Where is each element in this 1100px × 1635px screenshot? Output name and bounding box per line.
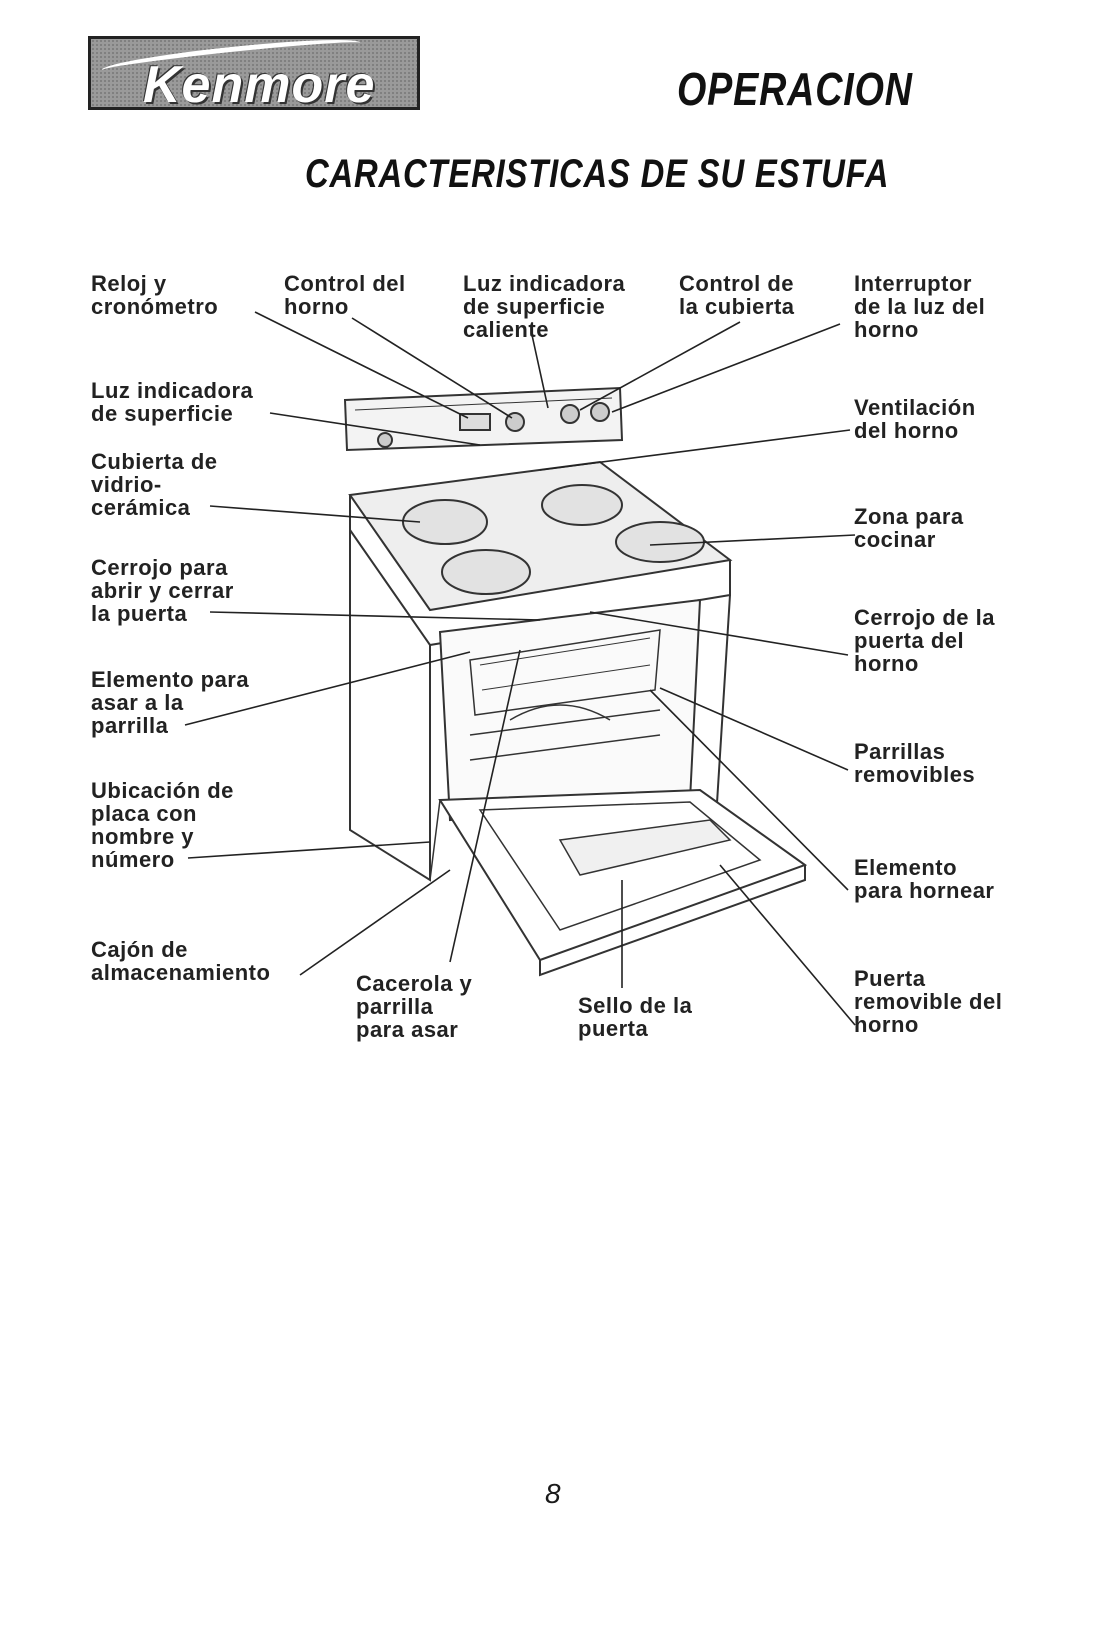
label-broiler-pan-grid: Cacerola y parrilla para asar [356, 971, 473, 1042]
burner-4 [441, 549, 531, 595]
label-oven-light-switch: Interruptor de la luz del horno [854, 271, 986, 342]
burner-1 [402, 499, 488, 545]
cooktop-control-knob-2 [590, 402, 610, 422]
cooktop-control-knob-1 [560, 404, 580, 424]
page-title: CARACTERISTICAS DE SU ESTUFA [305, 152, 890, 196]
page-number: 8 [545, 1478, 561, 1509]
burner-3 [615, 521, 705, 563]
label-removable-racks: Parrillas removibles [854, 739, 976, 787]
label-oven-control: Control del horno [284, 271, 406, 319]
label-cooktop-control: Control de la cubierta [679, 271, 795, 319]
label-oven-vent: Ventilación del horno [854, 395, 976, 443]
section-heading: OPERACION [677, 63, 913, 115]
storage-drawer [429, 799, 441, 881]
kenmore-logo: Kenmore [88, 33, 420, 114]
oven-cavity [438, 598, 702, 822]
label-cooking-zone: Zona para cocinar [854, 504, 964, 552]
label-hot-surface-light: Luz indicadora de superficie caliente [463, 271, 626, 342]
label-surface-light: Luz indicadora de superficie [91, 378, 254, 426]
burner-2 [541, 484, 623, 526]
label-storage-drawer: Cajón de almacenamiento [91, 937, 271, 985]
label-removable-oven-door: Puerta removible del horno [854, 966, 1003, 1037]
label-door-gasket: Sello de la puerta [578, 993, 693, 1041]
range-body [349, 530, 431, 882]
label-broil-element: Elemento para asar a la parrilla [91, 667, 250, 738]
label-oven-door-lock: Cerrojo de la puerta del horno [854, 605, 995, 676]
logo-wordmark: Kenmore [143, 56, 376, 114]
label-clock-timer: Reloj y cronómetro [91, 271, 219, 319]
label-model-plate-location: Ubicación de placa con nombre y número [91, 778, 234, 872]
label-door-latch: Cerrojo para abrir y cerrar la puerta [91, 555, 234, 626]
label-bake-element: Elemento para hornear [854, 855, 995, 903]
label-glass-ceramic-cooktop: Cubierta de vidrio- cerámica [91, 449, 218, 520]
leader-lines [184, 311, 856, 1026]
